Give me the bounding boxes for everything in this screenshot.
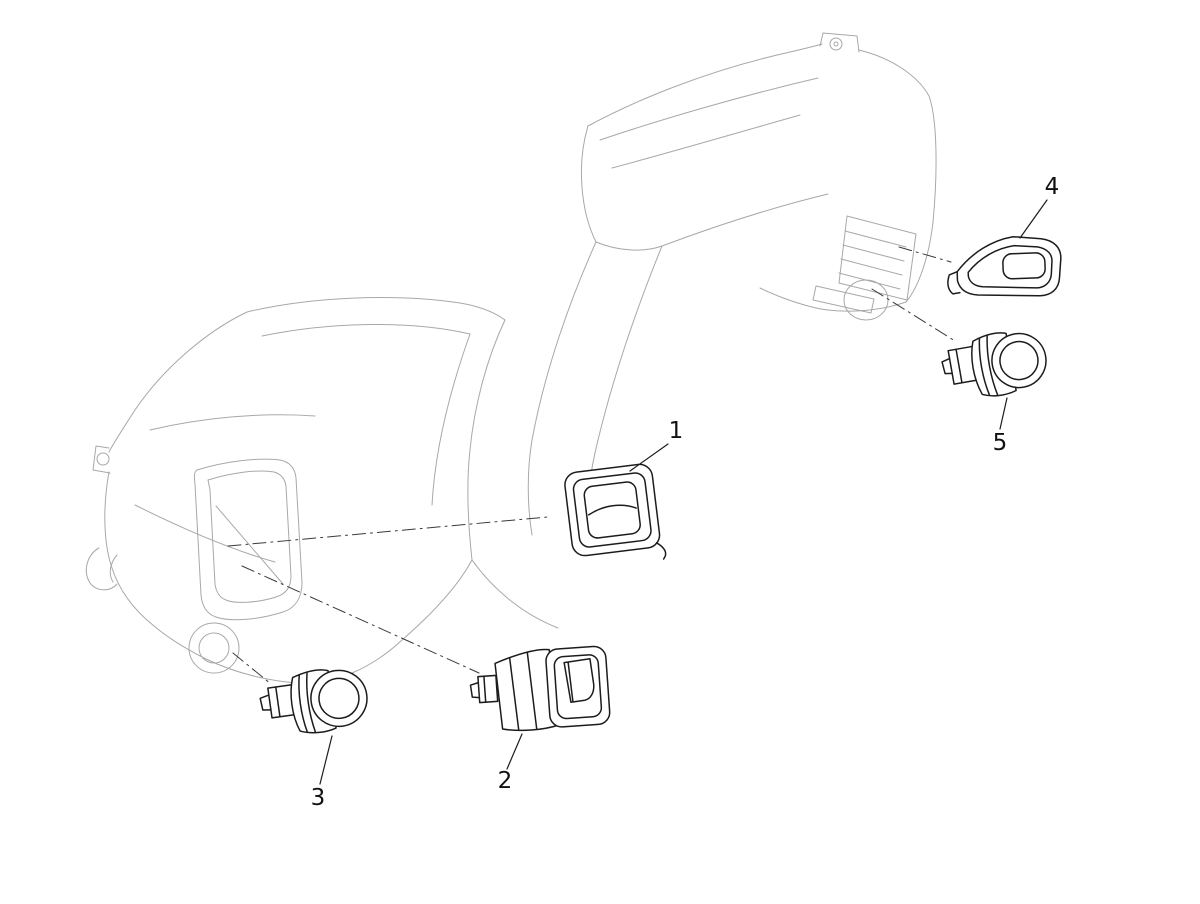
part-5-push-button <box>941 332 1047 397</box>
dash-line-part-1 <box>227 516 549 547</box>
leader-line-4 <box>1019 199 1048 239</box>
part-label-3: 3 <box>311 785 326 811</box>
dash-line-part-2 <box>241 565 480 674</box>
part-label-1: 1 <box>669 418 684 444</box>
dash-line-part-4 <box>898 246 952 263</box>
leader-line-2 <box>506 733 523 770</box>
part-label-5: 5 <box>993 430 1008 456</box>
label-leader-lines <box>319 199 1048 785</box>
handlebar-cover-drawing <box>85 32 937 684</box>
part-2-switch-assembly <box>469 645 611 732</box>
leader-line-1 <box>629 443 669 472</box>
part-3-push-button <box>259 669 368 734</box>
part-label-4: 4 <box>1045 174 1060 200</box>
part-labels: 1 2 3 4 5 <box>311 174 1060 811</box>
part-4-switch-housing <box>947 235 1062 297</box>
part-label-2: 2 <box>498 768 513 794</box>
assembly-dash-lines <box>227 246 956 685</box>
dash-line-part-5 <box>871 288 956 342</box>
part-1-rocker-switch <box>564 463 667 560</box>
dash-line-part-3 <box>232 652 272 685</box>
parts-group <box>259 235 1062 734</box>
leader-line-3 <box>319 735 333 785</box>
leader-line-5 <box>999 397 1008 430</box>
